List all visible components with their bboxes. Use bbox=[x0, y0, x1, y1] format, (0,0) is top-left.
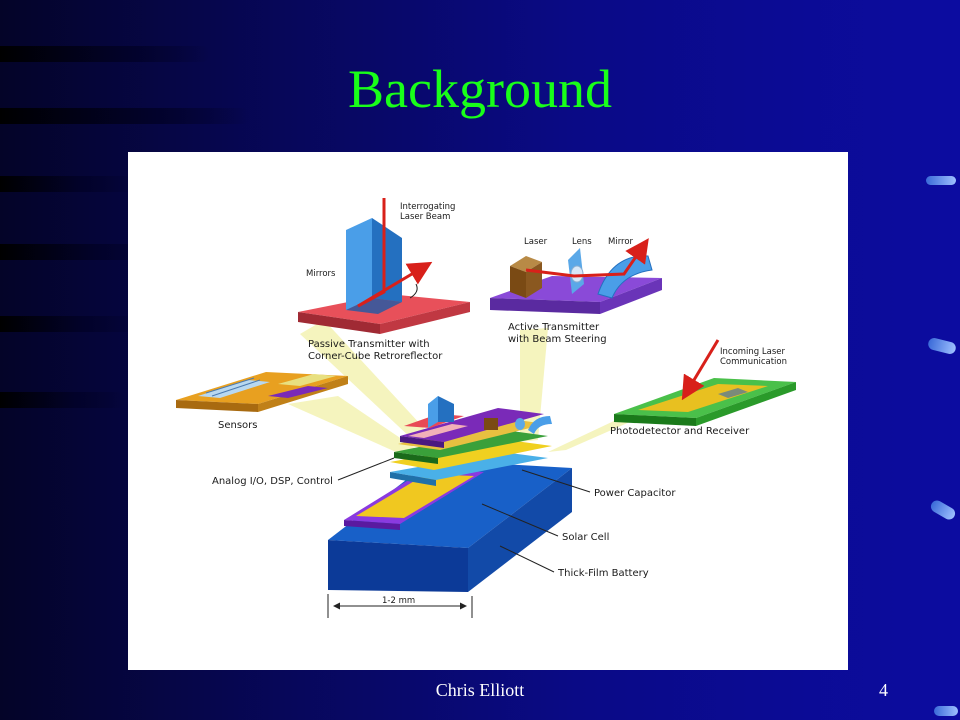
sensors-board bbox=[176, 372, 348, 412]
label-analog-io: Analog I/O, DSP, Control bbox=[212, 476, 333, 487]
label-active-1: Active Transmitter bbox=[508, 322, 600, 333]
label-photodetector: Photodetector and Receiver bbox=[610, 426, 750, 437]
label-lens: Lens bbox=[572, 237, 592, 247]
label-sensors: Sensors bbox=[218, 420, 258, 431]
label-mirrors: Mirrors bbox=[306, 269, 336, 279]
smart-dust-diagram: Interrogating Laser Beam Mirrors Laser L… bbox=[128, 152, 848, 670]
label-incoming-1: Incoming Laser bbox=[720, 347, 785, 357]
decor-dash bbox=[926, 176, 956, 185]
label-active-2: with Beam Steering bbox=[508, 334, 607, 345]
label-passive-2: Corner-Cube Retroreflector bbox=[308, 351, 443, 362]
decor-dash bbox=[928, 498, 958, 522]
decor-stripe bbox=[0, 244, 160, 260]
passive-transmitter bbox=[298, 198, 470, 334]
label-incoming-2: Communication bbox=[720, 357, 787, 367]
decor-stripe bbox=[0, 176, 135, 192]
label-laser: Laser bbox=[524, 237, 548, 247]
beam-photodetector bbox=[548, 414, 648, 452]
decor-stripe bbox=[0, 392, 125, 408]
label-mirror: Mirror bbox=[608, 237, 634, 247]
decor-dash bbox=[934, 706, 958, 716]
decor-stripe bbox=[0, 316, 138, 332]
page-number: 4 bbox=[879, 680, 888, 700]
photodetector-board bbox=[614, 339, 796, 426]
footer-author: Chris Elliott bbox=[435, 680, 525, 700]
decor-dash bbox=[926, 336, 958, 356]
label-interrogating-2: Laser Beam bbox=[400, 212, 450, 222]
beam-sensors bbox=[288, 396, 418, 452]
label-solar-cell: Solar Cell bbox=[562, 532, 609, 543]
label-thick-film-battery: Thick-Film Battery bbox=[557, 568, 649, 579]
label-power-capacitor: Power Capacitor bbox=[594, 488, 676, 499]
decor-stripe bbox=[0, 46, 210, 62]
decor-stripe bbox=[0, 108, 250, 124]
label-passive-1: Passive Transmitter with bbox=[308, 339, 430, 350]
label-interrogating-1: Interrogating bbox=[400, 202, 455, 212]
beam-passive bbox=[300, 320, 446, 454]
leader-lines bbox=[327, 457, 591, 618]
label-dimension: 1-2 mm bbox=[382, 596, 415, 606]
active-transmitter bbox=[490, 238, 662, 314]
diagram-svg: Interrogating Laser Beam Mirrors Laser L… bbox=[176, 198, 796, 618]
slide-title: Background bbox=[348, 59, 612, 119]
device-stack bbox=[328, 396, 572, 592]
